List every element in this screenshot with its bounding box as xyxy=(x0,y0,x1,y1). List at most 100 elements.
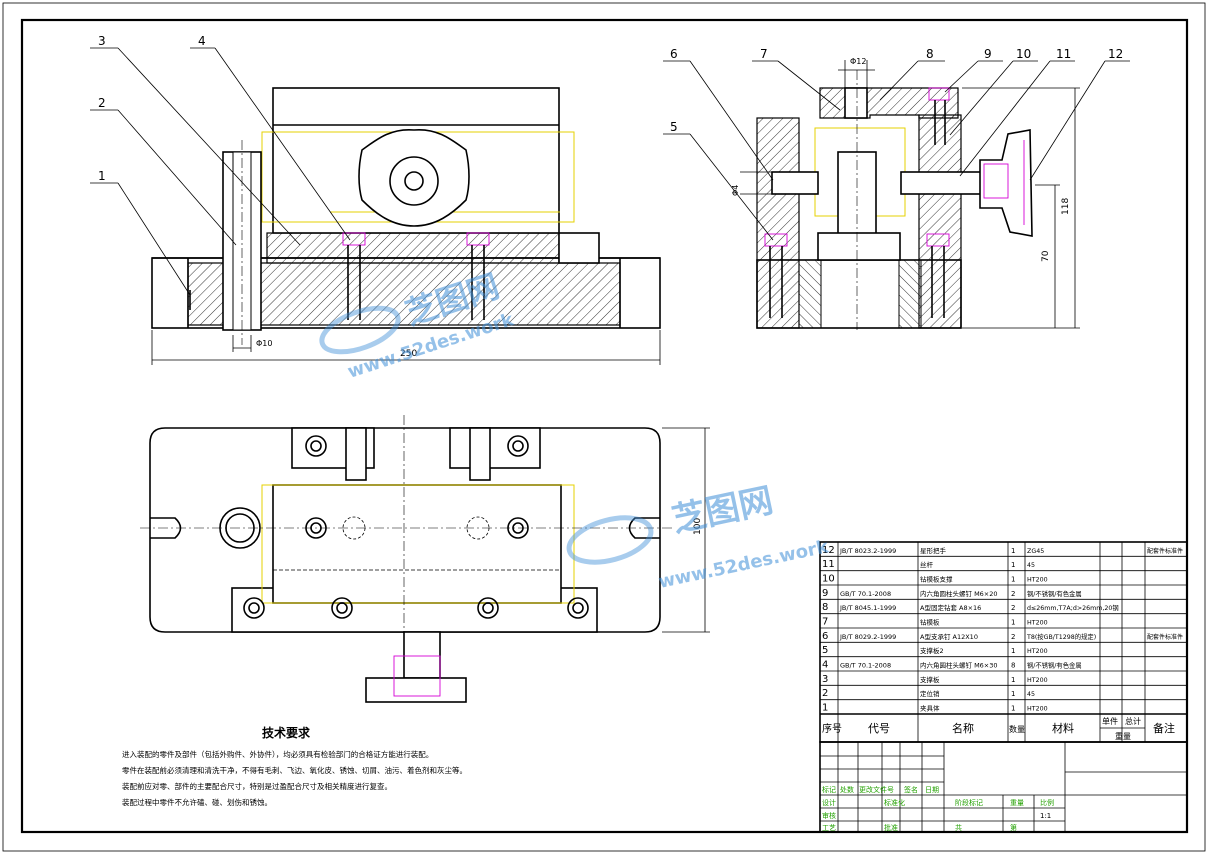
bom-cell-material: d≤26mm,T7A;d>26mm,20钢 xyxy=(1027,604,1119,612)
tb-scale: 比例 xyxy=(1040,798,1054,807)
hdr-qty: 数量 xyxy=(1009,724,1025,734)
bom-cell-name: 支撑板2 xyxy=(920,646,944,655)
front-view: 250 Φ10 xyxy=(151,87,661,365)
dim-width: 250 xyxy=(400,349,417,359)
bom-cell-material: 钢/不锈钢/有色金属 xyxy=(1027,589,1082,598)
bom-cell-no: 1 xyxy=(822,703,828,714)
bom-cell-qty: 2 xyxy=(1011,604,1015,612)
tb-sheet2: 第 xyxy=(1010,823,1017,832)
balloon-12: 12 xyxy=(1108,47,1123,61)
tech-title: 技术要求 xyxy=(262,725,311,740)
balloon-10: 10 xyxy=(1016,47,1031,61)
tech-line-3: 装配前应对零、部件的主要配合尺寸，特别是过盈配合尺寸及相关精度进行复查。 xyxy=(122,781,392,791)
bom-cell-material: HT200 xyxy=(1027,677,1048,684)
bom-cell-qty: 1 xyxy=(1011,705,1015,713)
bom-cell-material: ZG45 xyxy=(1027,548,1044,555)
bom-cell-no: 10 xyxy=(822,574,835,585)
tech-requirements: 技术要求 进入装配的零件及部件（包括外购件、外协件），均必须具有检验部门的合格证… xyxy=(122,725,467,807)
dim-bush: Φ12 xyxy=(850,57,866,66)
bom-cell-name: A型支承钉 A12X10 xyxy=(920,632,978,641)
balloon-1: 1 xyxy=(98,169,106,183)
bom-cell-no: 5 xyxy=(822,645,828,656)
tb-sign: 签名 xyxy=(904,785,918,794)
bom-cell-qty: 8 xyxy=(1011,662,1015,670)
tb-stage: 阶段标记 xyxy=(955,798,983,807)
bom-headers: 序号 代号 名称 数量 材料 单件 总计 重量 备注 xyxy=(822,716,1175,741)
hdr-name: 名称 xyxy=(952,721,974,735)
bom-cell-qty: 1 xyxy=(1011,647,1015,655)
dim-height: 118 xyxy=(1061,198,1071,215)
bom-cell-no: 2 xyxy=(822,688,828,699)
bom-cell-name: 丝杆 xyxy=(920,560,934,569)
tb-design: 设计 xyxy=(822,798,836,807)
bom-cell-name: 定位销 xyxy=(920,689,940,698)
bom-cell-no: 12 xyxy=(822,545,835,556)
balloon-6: 6 xyxy=(670,47,678,61)
balloon-2: 2 xyxy=(98,96,106,110)
bom-cell-material: HT200 xyxy=(1027,706,1048,713)
tech-line-2: 零件在装配前必须清理和清洗干净，不得有毛刺、飞边、氧化皮、锈蚀、切屑、油污、着色… xyxy=(122,765,467,775)
leaders xyxy=(90,47,1130,296)
bom-cell-qty: 1 xyxy=(1011,619,1015,627)
bom-cell-no: 3 xyxy=(822,674,828,685)
bom-cell-name: A型固定钻套 A8×16 xyxy=(920,603,981,612)
star-knob-front xyxy=(358,129,470,227)
tb-std: 标准化 xyxy=(884,798,905,807)
bom-cell-qty: 2 xyxy=(1011,633,1015,641)
dim-mid: 70 xyxy=(1041,250,1051,262)
bom-cell-material: HT200 xyxy=(1027,577,1048,584)
bom-cell-no: 7 xyxy=(822,617,828,628)
bom-cell-material: 45 xyxy=(1027,562,1035,569)
screws-front xyxy=(342,232,490,320)
bom-cell-material: HT200 xyxy=(1027,648,1048,655)
tb-sheet: 共 xyxy=(955,823,962,832)
bom-cell-qty: 1 xyxy=(1011,561,1015,569)
dim-side: Φ4 xyxy=(731,185,740,196)
bom-cell-code: GB/T 70.1-2008 xyxy=(840,590,891,598)
bom-cell-note: 配套件标准件 xyxy=(1147,547,1183,555)
balloon-8: 8 xyxy=(926,47,934,61)
tb-change: 更改文件号 xyxy=(859,785,894,794)
top-bolts xyxy=(243,435,589,619)
bom-cell-qty: 1 xyxy=(1011,676,1015,684)
bom-cell-name: 支撑板 xyxy=(920,675,940,684)
bom-cell-no: 11 xyxy=(822,559,835,570)
watermark-brand-2: 芝图网 xyxy=(669,480,777,540)
dim-plan: 100 xyxy=(693,518,703,535)
bom-cell-no: 8 xyxy=(822,602,828,613)
bom-cell-name: 钻模板支撑 xyxy=(920,575,953,584)
bom-cell-qty: 1 xyxy=(1011,576,1015,584)
bom-cell-material: T8(按GB/T1298的规定) xyxy=(1026,632,1096,641)
hdr-total: 总计 xyxy=(1125,716,1141,726)
bom-cell-code: GB/T 70.1-2008 xyxy=(840,662,891,670)
bom-cell-code: JB/T 8029.2-1999 xyxy=(839,633,896,641)
tb-mark: 标记 xyxy=(822,785,836,794)
hdr-material: 材料 xyxy=(1052,721,1074,735)
bom-cell-name: 内六角圆柱头螺钉 M6×30 xyxy=(920,661,998,670)
bom-cell-code: JB/T 8045.1-1999 xyxy=(839,604,896,612)
bom-cell-name: 星形把手 xyxy=(920,546,947,555)
bom-cell-name: 钻模板 xyxy=(920,618,940,627)
hdr-note: 备注 xyxy=(1153,721,1175,735)
bom-cell-qty: 2 xyxy=(1011,590,1015,598)
balloon-9: 9 xyxy=(984,47,992,61)
dim-pin-dia: Φ10 xyxy=(256,339,272,348)
title-block: 标记 处数 更改文件号 签名 日期 设计 标准化 审核 工艺 批准 阶段标记 重… xyxy=(819,741,1188,833)
bom-cell-qty: 1 xyxy=(1011,547,1015,555)
tb-date: 日期 xyxy=(925,786,939,794)
tb-scale-val: 1:1 xyxy=(1040,812,1051,820)
bom-cell-no: 4 xyxy=(822,660,828,671)
tb-review: 审核 xyxy=(822,811,836,820)
tb-weight: 重量 xyxy=(1010,799,1024,807)
bom-cell-material: HT200 xyxy=(1027,620,1048,627)
bom-cell-no: 6 xyxy=(822,631,828,642)
hdr-weight: 重量 xyxy=(1115,731,1131,741)
balloon-3: 3 xyxy=(98,34,106,48)
bom-cell-no: 9 xyxy=(822,588,828,599)
side-view: 118 70 Φ12 Φ4 xyxy=(731,57,1080,330)
bom-cell-code: JB/T 8023.2-1999 xyxy=(839,547,896,555)
hdr-no: 序号 xyxy=(822,722,842,735)
